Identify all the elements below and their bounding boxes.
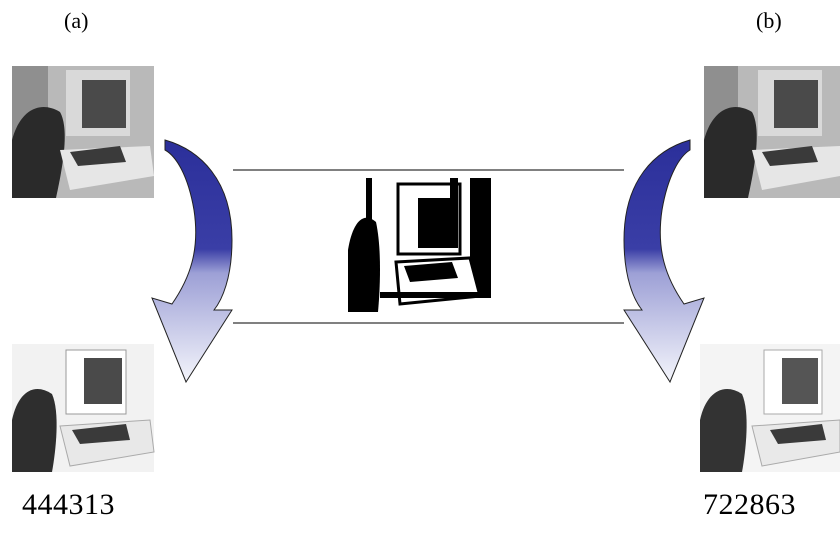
- panel-a-value: 444313: [22, 490, 115, 520]
- left-curved-arrow: [152, 140, 232, 382]
- panel-b-result-image: [700, 344, 840, 472]
- panel-a-original-image: [12, 66, 154, 198]
- panel-b-value: 722863: [703, 490, 796, 520]
- panel-b-original-image: [704, 66, 840, 198]
- right-curved-arrow: [624, 140, 704, 382]
- center-binary-image: [348, 178, 491, 312]
- panel-a-result-image: [12, 344, 154, 472]
